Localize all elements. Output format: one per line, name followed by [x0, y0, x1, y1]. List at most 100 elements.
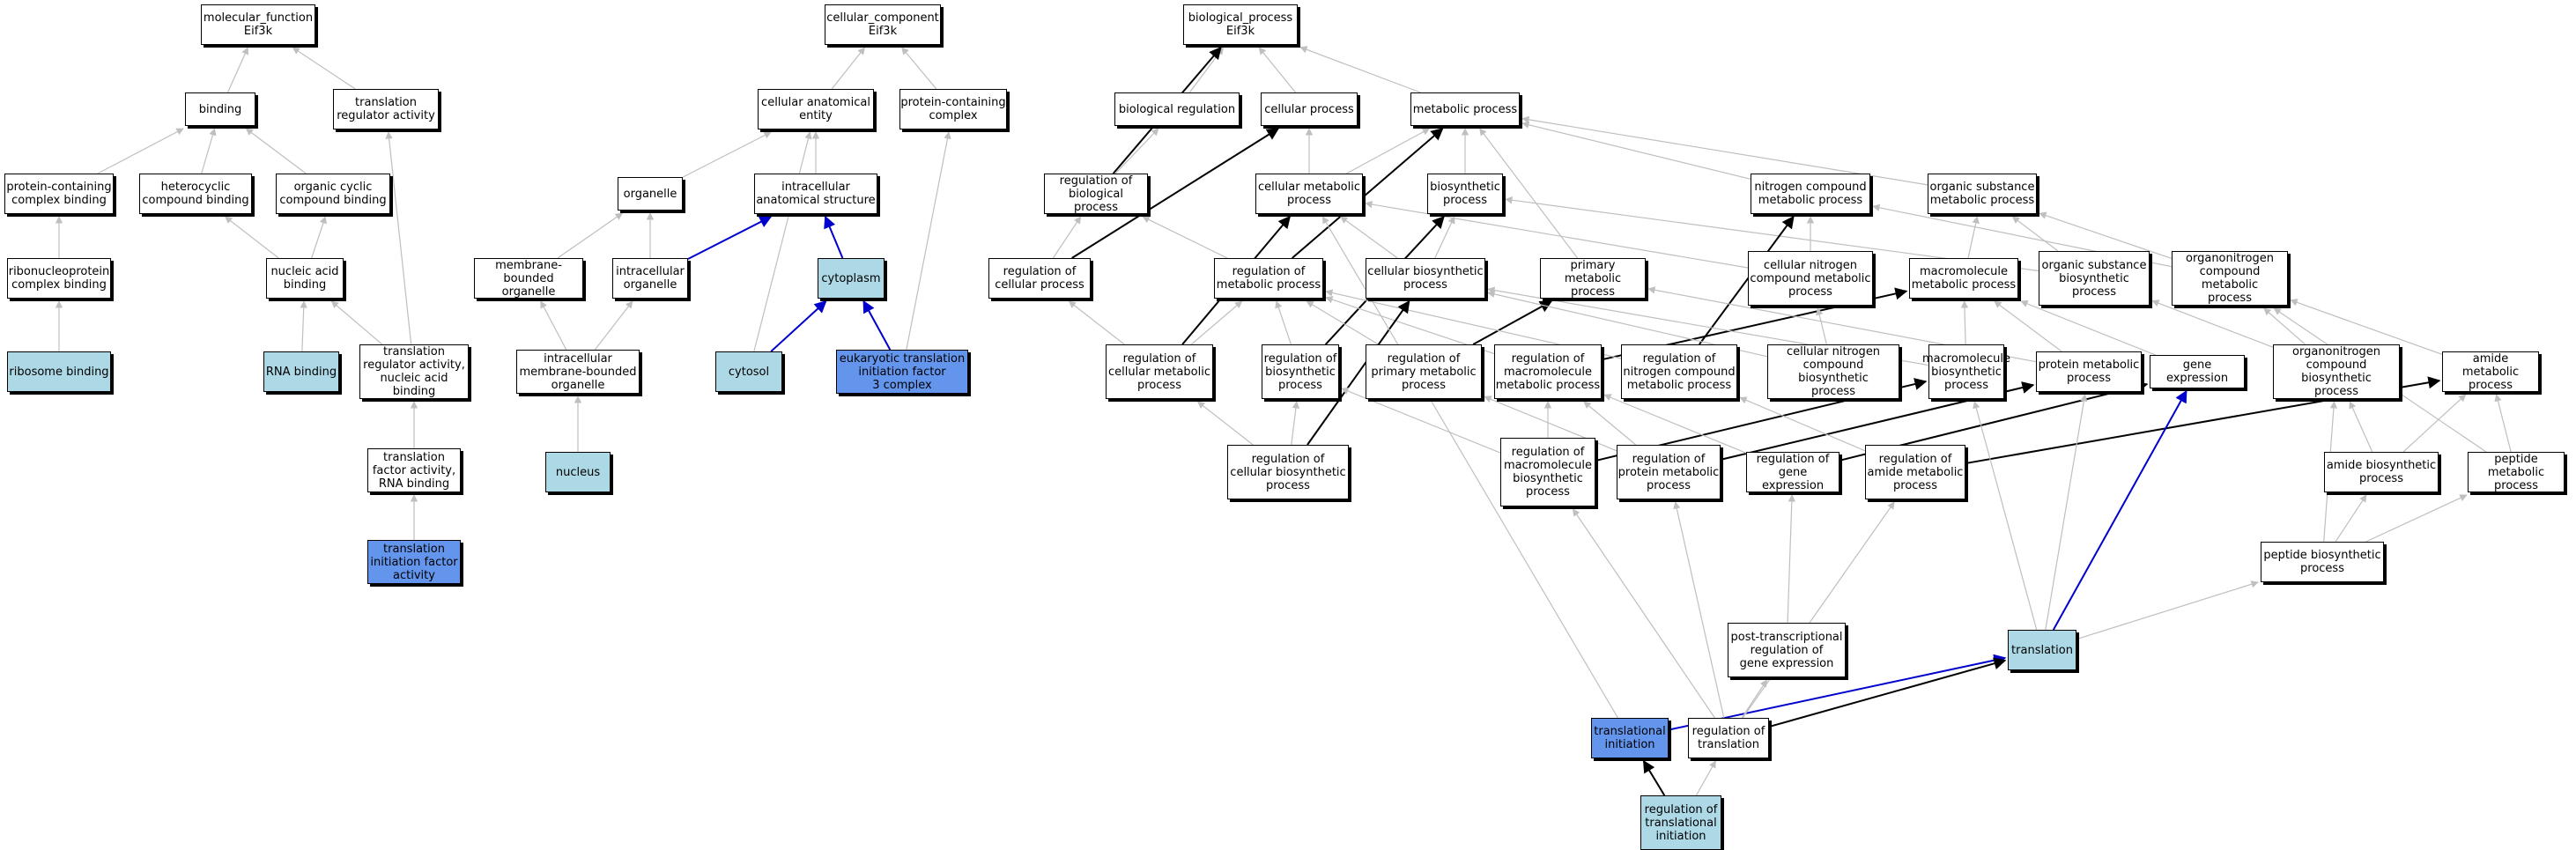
edge-cncbp-to-cncmp [1816, 307, 1827, 345]
edge-rcmp-to-rmp [1190, 300, 1243, 345]
node-regulation-of-primary-metabolic-process: regulation of primary metabolic process [1366, 344, 1482, 399]
edge-transl-to-pepbp [2076, 580, 2259, 640]
edge-amp-to-onmp [2290, 299, 2443, 355]
node-cellular-biosynthetic-process: cellular biosynthetic process [1366, 258, 1485, 299]
node-peptide-metabolic-process: peptide metabolic process [2468, 452, 2565, 492]
node-membrane-bounded-organelle: membrane-bounded organelle [474, 258, 583, 299]
node-protein-containing-complex-binding: protein-containing complex binding [4, 174, 114, 214]
edge-rti-to-rtransl [1695, 760, 1716, 796]
node-intracellular-anatomical-structure: intracellular anatomical structure [754, 174, 877, 214]
node-regulation-of-translational-initiation: regulation of translational initiation [1640, 795, 1721, 850]
node-translation-factor-activity-rna-binding: translation factor activity, RNA binding [367, 448, 461, 492]
node-organic-substance-biosynthetic-process: organic substance biosynthetic process [2039, 251, 2150, 306]
edge-rtransl-to-ptrge [1741, 679, 1768, 719]
edge-pepbp-to-pepmp [2365, 494, 2468, 543]
node-cellular-nitrogen-compound-biosynthetic-process: cellular nitrogen compound biosynthetic … [1767, 344, 1899, 399]
node-regulation-of-cellular-biosynthetic-process: regulation of cellular biosynthetic proc… [1227, 445, 1349, 499]
node-regulation-of-nitrogen-compound-metabolic-process: regulation of nitrogen compound metaboli… [1621, 344, 1737, 399]
node-cytoplasm: cytoplasm [818, 258, 885, 299]
node-biosynthetic-process: biosynthetic process [1427, 174, 1503, 214]
edge-rtransl-to-rprotmp [1673, 501, 1725, 719]
edge-nab-to-occb [311, 216, 327, 259]
node-regulation-of-macromolecule-metabolic-process: regulation of macromolecule metabolic pr… [1494, 344, 1602, 399]
node-gene-expression: gene expression [2150, 355, 2245, 388]
node-organic-substance-metabolic-process: organic substance metabolic process [1928, 174, 2037, 214]
edge-pcc-to-cc [901, 47, 937, 90]
edge-ptrge-to-rge [1787, 494, 1796, 624]
edge-rncmp-to-ncmp [1699, 215, 1795, 345]
edge-rnab-to-nab [300, 300, 307, 352]
edge-rcbp-to-rcmp [1196, 401, 1254, 446]
edge-osbp-to-osmp [2011, 216, 2059, 252]
node-biological-regulation: biological regulation [1114, 92, 1240, 126]
node-amide-biosynthetic-process: amide biosynthetic process [2324, 452, 2439, 492]
node-nucleic-acid-binding: nucleic acid binding [266, 258, 344, 299]
node-rna-binding: RNA binding [263, 351, 339, 392]
edge-pccb-to-binding [97, 128, 184, 174]
edge-cmp-to-mp [1346, 128, 1431, 174]
node-regulation-of-protein-metabolic-process: regulation of protein metabolic process [1617, 445, 1721, 499]
node-regulation-of-gene-expression: regulation of gene expression [1746, 452, 1839, 492]
edge-ti-to-transl [1668, 654, 2007, 731]
node-ribosome-binding: ribosome binding [7, 351, 111, 392]
node-cellular-component-eif3k: cellular_component Eif3k [825, 4, 941, 45]
node-organonitrogen-compound-metabolic-process: organonitrogen compound metabolic proces… [2172, 251, 2288, 306]
edge-cae-to-cc [831, 47, 865, 90]
edge-binding-to-mf [226, 47, 249, 93]
edge-rmmp-to-rmp [1325, 296, 1495, 355]
edge-mbo-to-organelle [557, 212, 624, 259]
edge-imbo-to-mbo [540, 300, 567, 351]
edge-cytosol-to-cyto [770, 300, 827, 352]
edge-rcp-to-cp [1071, 128, 1280, 259]
edge-etif3-to-pcc [906, 131, 951, 351]
edge-io-to-ias [687, 216, 773, 260]
node-biological-process-eif3k: biological_process Eif3k [1183, 4, 1298, 45]
edge-cytosol-to-cae [753, 131, 812, 352]
node-cellular-anatomical-entity: cellular anatomical entity [758, 89, 874, 129]
edge-organelle-to-cae [682, 131, 772, 178]
node-translation: translation [2008, 630, 2076, 670]
edge-rpmp-to-pmp [1472, 300, 1553, 345]
edge-rcbp-to-cbp [1307, 299, 1410, 446]
edge-ncmp-to-mp [1521, 121, 1751, 180]
node-macromolecule-biosynthetic-process: macromolecule biosynthetic process [1922, 344, 2010, 399]
node-cellular-process: cellular process [1261, 92, 1358, 126]
edge-rti-to-ti [1642, 759, 1666, 796]
edge-rprotmp-to-rmmp [1583, 401, 1637, 446]
node-regulation-of-cellular-metabolic-process: regulation of cellular metabolic process [1106, 344, 1213, 399]
edge-ge-to-mmp [2020, 299, 2156, 356]
edge-ti-to-cmp [1321, 216, 1618, 719]
node-intracellular-organelle: intracellular organelle [612, 258, 688, 299]
node-regulation-of-biological-process: regulation of biological process [1044, 174, 1148, 214]
node-heterocyclic-compound-binding: heterocyclic compound binding [139, 174, 252, 214]
node-organonitrogen-compound-biosynthetic-process: organonitrogen compound biosynthetic pro… [2273, 344, 2400, 399]
edge-ramp-to-rncmp [1739, 396, 1866, 452]
node-cellular-nitrogen-compound-metabolic-process: cellular nitrogen compound metabolic pro… [1748, 251, 1873, 306]
edge-onbp-to-onmp [2263, 307, 2306, 345]
node-binding: binding [185, 92, 255, 126]
edge-mp-to-bp [1299, 46, 1421, 93]
node-peptide-biosynthetic-process: peptide biosynthetic process [2261, 542, 2384, 582]
node-cellular-metabolic-process: cellular metabolic process [1255, 174, 1363, 214]
edge-nab-to-hcb [224, 216, 279, 259]
node-eukaryotic-translation-initiation-factor-3-complex: eukaryotic translation initiation factor… [836, 350, 968, 394]
edge-pepbp-to-abp [2335, 494, 2367, 543]
node-intracellular-membrane-bounded-organelle: intracellular membrane-bounded organelle [516, 350, 640, 394]
edge-hcb-to-binding [201, 128, 217, 174]
edge-mmp-to-osmp [1967, 216, 1980, 259]
node-organelle: organelle [618, 177, 683, 211]
edge-rtransl-to-rmbp [1573, 508, 1715, 719]
edge-rmp-to-rbp [1142, 216, 1228, 259]
node-regulation-of-metabolic-process: regulation of metabolic process [1214, 258, 1323, 299]
edge-onmp-to-osmp [2039, 211, 2173, 260]
edge-rcbp-to-rbiop [1291, 401, 1300, 446]
edge-tranab-to-tra [385, 131, 412, 345]
edge-rmp-to-mp [1292, 128, 1444, 259]
node-translation-regulator-activity-nucleic-acid-binding: translation regulator activity, nucleic … [359, 344, 469, 399]
edge-cp-to-bp [1258, 47, 1297, 93]
node-nucleus: nucleus [545, 452, 611, 492]
edge-cbp-to-cmp [1340, 216, 1398, 259]
node-protein-metabolic-process: protein metabolic process [2036, 351, 2142, 392]
